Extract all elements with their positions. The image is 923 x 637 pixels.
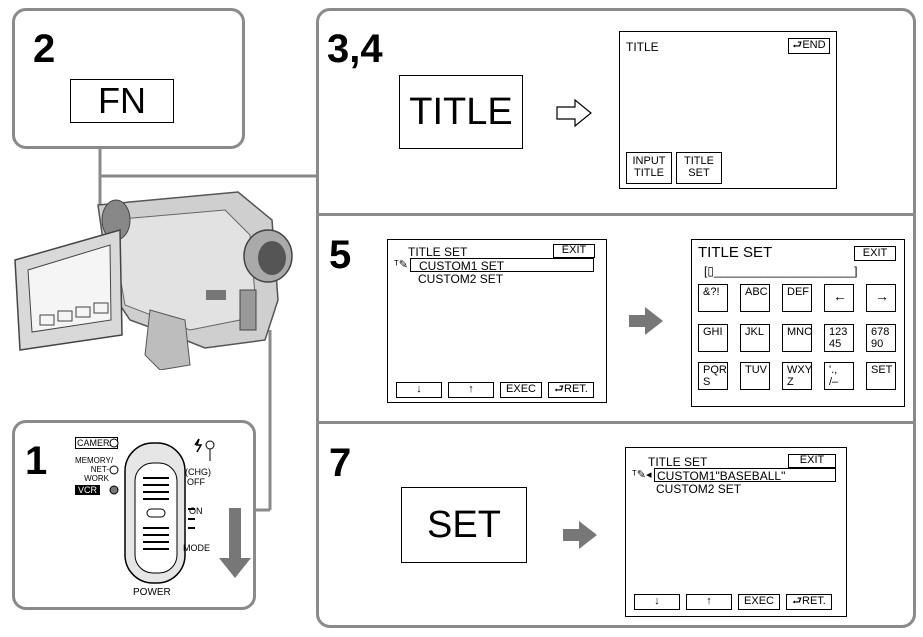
keypad-key[interactable]: ABC bbox=[740, 284, 770, 312]
title-screen-heading: TITLE bbox=[626, 40, 659, 54]
keypad-key[interactable]: MNO bbox=[782, 324, 813, 352]
set-button[interactable]: SET bbox=[401, 487, 527, 563]
power-switch-icon bbox=[109, 438, 251, 584]
return-icon: ⮐ bbox=[792, 595, 803, 608]
keypad-key[interactable]: PQR S bbox=[698, 362, 728, 390]
exec-button[interactable]: EXEC bbox=[500, 382, 542, 398]
title-set-menu-screen: TITLE SET EXIT ᵀ✎ CUSTOM1 SET CUSTOM2 SE… bbox=[387, 239, 607, 403]
menu-item-custom1[interactable]: CUSTOM1 SET bbox=[410, 258, 594, 273]
menu-heading: TITLE SET bbox=[408, 245, 468, 259]
result-exit-button[interactable]: EXIT bbox=[788, 454, 836, 468]
title-set-result-screen: TITLE SET EXIT ᵀ✎◂ CUSTOM1"BASEBALL" CUS… bbox=[625, 447, 847, 617]
result-down-button[interactable]: ↓ bbox=[634, 594, 680, 610]
title-screen: TITLE ⮐END INPUT TITLE TITLE SET bbox=[619, 31, 837, 189]
step-1-panel: 1 CAMERA MEMORY/ NET- WORK VCR (CHG) OFF… bbox=[12, 420, 256, 610]
menu-item-custom2[interactable]: CUSTOM2 SET bbox=[418, 272, 504, 286]
keypad-key[interactable]: WXY Z bbox=[782, 362, 812, 390]
result-up-button[interactable]: ↑ bbox=[686, 594, 732, 610]
pen-icon: ᵀ✎◂ bbox=[632, 469, 652, 481]
camcorder-illustration bbox=[14, 191, 293, 370]
result-heading: TITLE SET bbox=[648, 455, 708, 469]
keypad-key[interactable]: GHI bbox=[698, 324, 728, 352]
return-button[interactable]: ⮐RET. bbox=[548, 382, 594, 398]
keypad-key[interactable]: ← bbox=[824, 284, 854, 312]
result-return-label: RET. bbox=[802, 595, 826, 608]
return-icon: ⮐ bbox=[554, 383, 565, 396]
down-button[interactable]: ↓ bbox=[396, 382, 442, 398]
chg-label: (CHG) bbox=[185, 467, 211, 477]
step-7-number: 7 bbox=[329, 441, 352, 485]
arrow-right-outline-icon bbox=[556, 98, 592, 128]
menu-item-custom1-label: CUSTOM1 SET bbox=[419, 259, 505, 273]
mode-memory-label: MEMORY/ NET- WORK bbox=[75, 456, 114, 483]
end-label: END bbox=[802, 39, 826, 52]
power-label: POWER bbox=[133, 587, 171, 598]
keypad-key[interactable]: SET bbox=[866, 362, 896, 390]
off-label: OFF bbox=[187, 477, 205, 487]
step-2-number: 2 bbox=[33, 27, 56, 71]
keypad-key[interactable]: 123 45 bbox=[824, 324, 854, 352]
keypad-key[interactable]: '., /– bbox=[824, 362, 854, 390]
title-entry-screen: TITLE SET EXIT [▯_____________________] … bbox=[691, 239, 905, 407]
keypad-key[interactable]: DEF bbox=[782, 284, 812, 312]
return-label: RET. bbox=[564, 383, 588, 396]
keypad-key[interactable]: &?! bbox=[698, 284, 728, 312]
fn-button[interactable]: FN bbox=[70, 79, 174, 123]
result-item-custom1[interactable]: CUSTOM1"BASEBALL" bbox=[654, 468, 836, 483]
mode-label: MODE bbox=[183, 543, 210, 553]
pen-icon: ᵀ✎ bbox=[394, 259, 408, 271]
step-5-number: 5 bbox=[329, 233, 352, 277]
entry-heading: TITLE SET bbox=[698, 244, 773, 261]
step-34-number: 3,4 bbox=[327, 27, 383, 71]
input-title-button[interactable]: INPUT TITLE bbox=[626, 152, 672, 184]
end-button[interactable]: ⮐END bbox=[788, 38, 830, 54]
result-exec-button[interactable]: EXEC bbox=[738, 594, 780, 610]
entry-exit-button[interactable]: EXIT bbox=[854, 246, 896, 261]
step-2-panel: 2 FN bbox=[12, 8, 245, 149]
keypad-key[interactable]: 678 90 bbox=[866, 324, 896, 352]
arrow-right-solid-icon bbox=[629, 307, 663, 335]
title-set-button[interactable]: TITLE SET bbox=[676, 152, 722, 184]
steps-panel: 3,4 TITLE TITLE ⮐END INPUT TITLE TITLE S… bbox=[316, 8, 916, 628]
step-1-number: 1 bbox=[25, 439, 48, 483]
result-item-custom2[interactable]: CUSTOM2 SET bbox=[656, 482, 742, 496]
result-return-button[interactable]: ⮐RET. bbox=[786, 594, 832, 610]
keypad-key[interactable]: → bbox=[866, 284, 896, 312]
return-icon: ⮐ bbox=[792, 39, 803, 52]
title-button[interactable]: TITLE bbox=[399, 75, 523, 149]
up-button[interactable]: ↑ bbox=[448, 382, 494, 398]
title-entry-field[interactable]: [▯_____________________] bbox=[704, 264, 858, 278]
mode-vcr-label: VCR bbox=[75, 485, 101, 495]
keypad-key[interactable]: TUV bbox=[740, 362, 770, 390]
exit-button[interactable]: EXIT bbox=[553, 244, 595, 258]
result-item-custom1-label: CUSTOM1"BASEBALL" bbox=[657, 469, 786, 483]
keypad-key[interactable]: JKL bbox=[740, 324, 770, 352]
arrow-right-solid-icon bbox=[563, 521, 597, 549]
on-label: ON bbox=[189, 506, 203, 516]
